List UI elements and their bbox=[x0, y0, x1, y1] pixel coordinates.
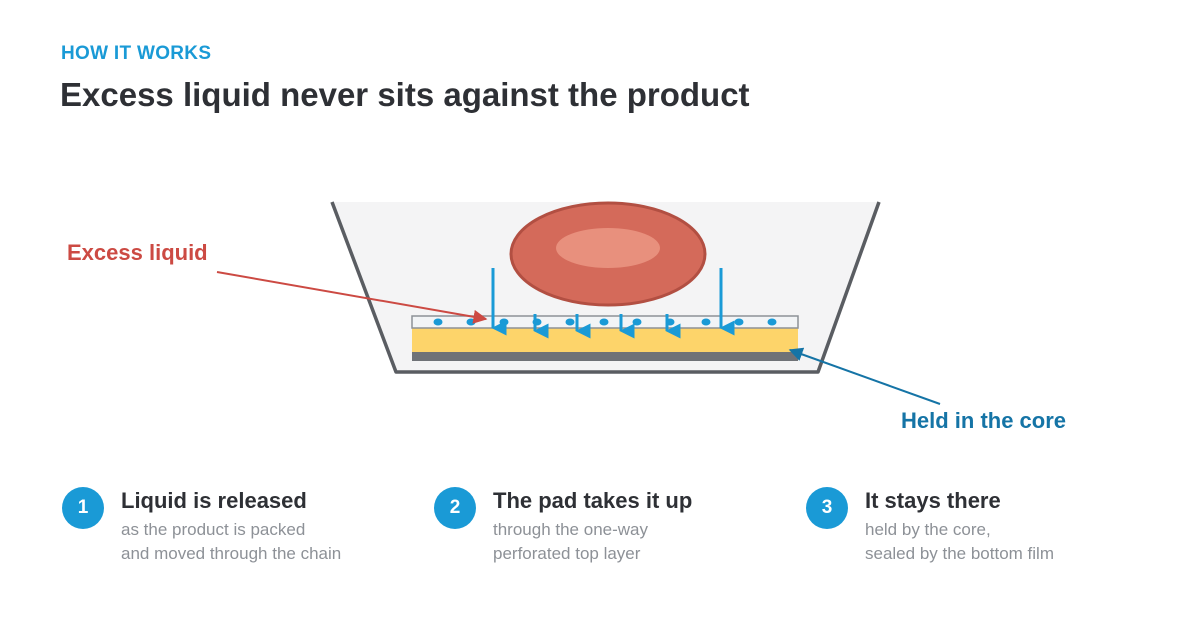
excess-liquid-callout: Excess liquid bbox=[67, 240, 208, 265]
product-highlight bbox=[556, 228, 660, 268]
absorbent-core bbox=[412, 327, 798, 352]
step-description-line: held by the core, bbox=[865, 520, 991, 539]
held-in-core-callout: Held in the core bbox=[901, 408, 1067, 433]
droplet bbox=[632, 318, 642, 326]
droplet bbox=[599, 318, 609, 326]
droplet bbox=[701, 318, 711, 326]
step-description-line: sealed by the bottom film bbox=[865, 544, 1054, 563]
droplet bbox=[466, 318, 476, 326]
step-number-badge: 1 bbox=[62, 487, 104, 529]
step-description-line: as the product is packed bbox=[121, 520, 306, 539]
step-title: The pad takes it up bbox=[493, 488, 693, 513]
step-title: It stays there bbox=[865, 488, 1001, 513]
step-description-line: perforated top layer bbox=[493, 544, 641, 563]
droplet bbox=[565, 318, 575, 326]
droplet bbox=[433, 318, 443, 326]
tray-outline bbox=[330, 201, 881, 374]
bottom-film bbox=[412, 352, 798, 361]
eyebrow-label: HOW IT WORKS bbox=[61, 43, 212, 64]
excess-liquid-leader bbox=[216, 271, 488, 324]
step-description-line: and moved through the chain bbox=[121, 544, 342, 563]
droplet bbox=[767, 318, 777, 326]
page-title: Excess liquid never sits against the pro… bbox=[60, 76, 750, 113]
droplet bbox=[499, 318, 509, 326]
step-number-badge: 3 bbox=[806, 487, 848, 529]
step-title: Liquid is released bbox=[121, 488, 307, 513]
droplet bbox=[734, 318, 744, 326]
step-number-badge: 2 bbox=[434, 487, 476, 529]
core-leader bbox=[788, 347, 941, 405]
step-description-line: through the one-way bbox=[493, 520, 648, 539]
liquid-flow-arrows bbox=[491, 268, 735, 339]
